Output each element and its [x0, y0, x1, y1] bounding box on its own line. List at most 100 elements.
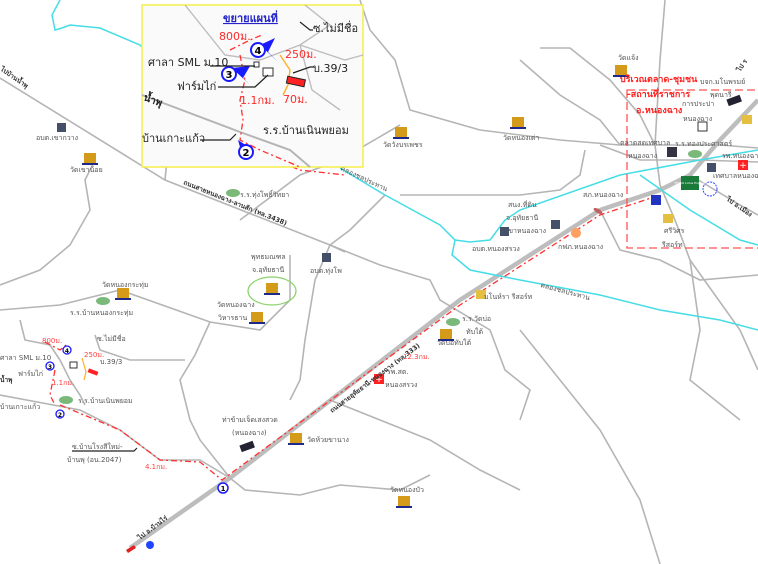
route-marker-3: 3: [221, 66, 250, 85]
map-label: 800ม.: [219, 30, 251, 43]
map-label: ศรีวิศร: [664, 227, 685, 235]
map-label: การประปา: [682, 100, 714, 108]
map-label: 3: [226, 70, 233, 81]
map-label: วัดหนองฉาง: [217, 301, 255, 309]
map-label: 12.3กม.: [403, 353, 430, 361]
map-label: ถนนสายหนองฉาง-ลานสัก (ทล.3438): [182, 178, 288, 227]
map-label: หนองสรวง: [385, 381, 417, 389]
map-label: วัดเขาน้อย: [70, 166, 103, 174]
ferry-icon: [239, 440, 255, 453]
water-supply-icon: [697, 121, 708, 132]
map-label: วัดบ่อทับใต้: [437, 338, 472, 347]
map-label: บ.39/3: [100, 358, 122, 366]
map-label: มโนห์รา รีสอร์ท: [484, 292, 533, 301]
map-label: กฟภ.หนองฉาง: [558, 243, 603, 251]
town-zone: [626, 89, 758, 249]
map-label: บ้านเกาะแก้ว: [142, 132, 205, 145]
hospital-cross-icon: +: [739, 161, 747, 171]
power-authority-icon: [571, 228, 581, 238]
map-label: 250ม.: [285, 48, 317, 61]
house-icon: [285, 75, 307, 88]
map-label: ซ.ไม่มีชื่อ: [97, 334, 126, 343]
temple-icon: [396, 496, 412, 508]
map-label: วัดวังบรเพชร: [383, 141, 423, 149]
map-label: คลองชลประทาน: [539, 281, 590, 302]
map-label: 70ม.: [283, 93, 308, 106]
map-label: วัดหนองกระทุ่ม: [102, 281, 148, 289]
map-label: ร.ร.บ้านเนินพยอม: [78, 397, 133, 405]
zone-label: อ.หนองฉาง: [636, 106, 682, 116]
temple-icon: [240, 330, 252, 340]
inset-title: ขยายแผนที่: [223, 10, 278, 25]
hospital-cross-icon: +: [375, 375, 383, 385]
map-label: สนง.ที่ดิน: [508, 200, 537, 209]
map-label: วัดห้วยขานาง: [307, 436, 349, 444]
resort-icon: [742, 115, 752, 124]
temple-icon: [82, 153, 98, 165]
map-label: ไป ร: [734, 57, 750, 74]
school-icon: [446, 318, 460, 326]
route-marker-4: 4: [250, 38, 278, 62]
resort-icon: [476, 290, 486, 299]
map-label: 250ม.: [84, 351, 104, 359]
shop-logo-text: TESCO Lotus Express: [673, 181, 706, 185]
map-label: วัดหนองเต่า: [503, 134, 539, 142]
government-office-icon: [322, 253, 331, 262]
map-label: อบต.ทุ่งโพ: [310, 266, 342, 275]
map-label: บ้านเกาะแก้ว: [0, 403, 40, 411]
school-icon: [226, 189, 240, 197]
zone-label: บริเวณตลาด-ชุมชน: [620, 74, 698, 85]
map-label: หนองฉาง: [628, 152, 657, 160]
map-label: จ.อุทัยธานี: [506, 214, 538, 222]
market-icon: [667, 147, 677, 157]
zone-label: -สถานที่ราชการ: [627, 87, 690, 100]
map-label: สภ.หนองฉาง: [583, 191, 623, 199]
map-label: ร.ร.บ้านหนองกระทุ่ม: [70, 309, 133, 317]
traffic-light-icon: [702, 181, 718, 197]
map-label: ไป อ.เมือง: [724, 194, 754, 219]
map-label: บจก.มโนพรมย์: [700, 77, 745, 86]
map-label: คลองชลประทาน: [339, 165, 389, 194]
map-label: สาขาหนองฉาง: [500, 227, 546, 235]
map-label: ท่าข้ามเจ็ดเสงสวด: [222, 415, 278, 424]
temple-icon: [438, 329, 454, 341]
map-label: ฟาร์มไก่: [177, 80, 216, 93]
gas-station-icon: [146, 541, 154, 549]
zoom-inset: 4 3 2 ขยายแผนที่ ซ.ไม่มีชื่อ 800ม. 250ม.…: [141, 4, 364, 168]
mini-detail: 4 3 2 800ม. ซ.ไม่มีชื่อ ศาลา SML ม.10 25…: [0, 334, 133, 419]
map-label: ทับใต้: [466, 327, 483, 336]
map-label: 2: [58, 412, 62, 419]
map-label: (หนองฉาง): [232, 429, 267, 437]
map-label: 1.1กม.: [52, 379, 74, 387]
map-label: รพ.หนองฉาง: [722, 152, 758, 160]
map-label: หนองฉาง: [683, 115, 712, 123]
temple-icon: [510, 117, 526, 129]
map-label: ร.ร.บ้านเนินพยอม: [263, 124, 349, 137]
government-office-icon: [551, 220, 560, 229]
shop-icon: [681, 176, 699, 190]
marker-number: 1: [221, 485, 226, 493]
police-icon: [593, 207, 603, 215]
map-label: รีสอร์ท: [662, 241, 683, 249]
map-label: ฟาร์มไก่: [18, 369, 43, 378]
school-icon: [59, 396, 73, 404]
map-label: 800ม.: [42, 337, 62, 345]
map-label: 3: [48, 364, 52, 371]
government-office-icon: [500, 227, 509, 236]
map-label: จ.อุทัยธานี: [252, 266, 284, 274]
map-label: บ.39/3: [313, 62, 348, 75]
temple-icon: [288, 433, 304, 445]
map-label: พุทธมณฑล: [251, 253, 286, 261]
route-marker-2: 2: [238, 140, 254, 160]
map-label: ตลาดสดเทศบาล: [620, 139, 670, 147]
map-label: 2: [243, 148, 250, 159]
temple-icon: [613, 65, 629, 77]
map-label: ศาลา SML ม.10: [0, 354, 51, 362]
map-label: ร.ร.ทุ่งโพธิ์วิทยา: [240, 189, 289, 199]
school-icon: [96, 297, 110, 305]
sala-icon: [253, 61, 260, 68]
temple-icon: [115, 288, 131, 300]
